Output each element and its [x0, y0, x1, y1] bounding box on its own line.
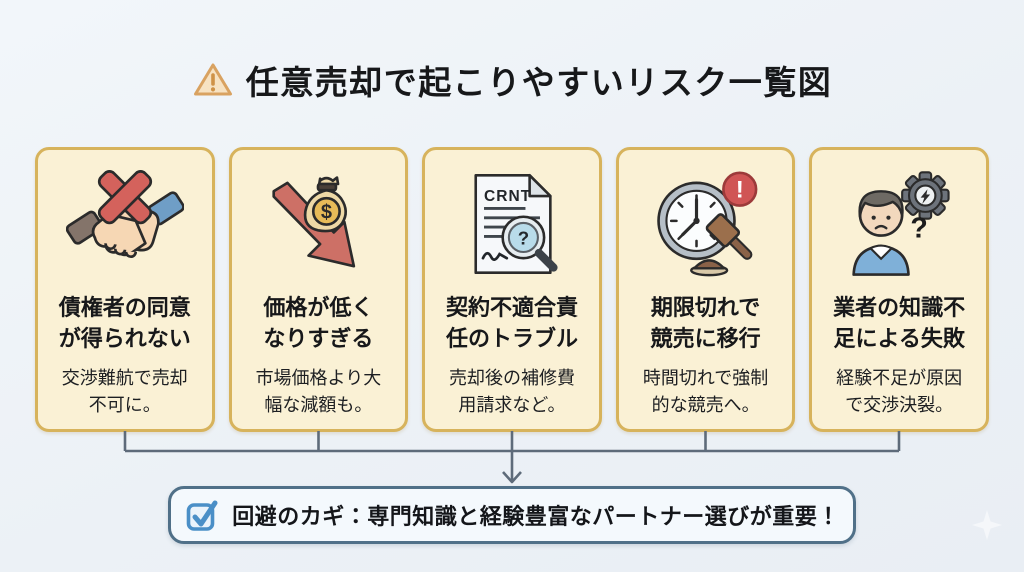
card-title-line: 業者の知識不 — [833, 295, 966, 321]
handshake-rejected-icon — [65, 164, 184, 283]
checkbox-checked-icon — [186, 500, 218, 531]
document-label-glyph: CRNT — [484, 188, 531, 205]
card-description: 交渉難航で売却 不可に。 — [62, 365, 188, 419]
card-description: 経験不足が原因 で交渉決裂。 — [836, 365, 962, 419]
card-title-line: が得られない — [58, 325, 191, 351]
card-desc-line: 的な競売へ。 — [651, 395, 760, 415]
agent-inexperience-icon: ? — [841, 164, 957, 283]
contract-inspection-icon: CRNT ? — [455, 164, 569, 283]
card-title-line: 契約不適合責 — [445, 295, 578, 321]
money-symbol-glyph: $ — [321, 201, 332, 223]
card-title-line: なりすぎる — [263, 325, 374, 351]
arrow-down-head — [502, 471, 522, 484]
card-title-line: 期限切れで — [650, 295, 761, 321]
card-title-line: 足による失敗 — [833, 325, 965, 351]
card-title: 価格が低く なりすぎる — [263, 293, 373, 354]
risk-card-auction-deadline: ! 期限切れで 競売に移行 時間切れで強制 的な競売へ。 — [615, 147, 796, 432]
card-title: 債権者の同意 が得られない — [59, 293, 191, 354]
risk-card-agent-knowledge: ? 業者の知識不 足による失敗 経験不足が原因 で交渉決裂。 — [809, 147, 989, 432]
page-header: 任意売却で起こりやすいリスク一覧図 — [0, 56, 1024, 104]
card-description: 市場価格より大 幅な減額も。 — [256, 365, 382, 419]
price-drop-icon: $ — [260, 164, 376, 283]
risk-cards-row: 債権者の同意 が得られない 交渉難航で売却 不可に。 $ 価格が低く なり — [35, 147, 989, 432]
sparkle-watermark-icon — [972, 510, 1002, 540]
card-description: 時間切れで強制 的な競売へ。 — [643, 365, 768, 419]
card-desc-line: 市場価格より大 — [255, 368, 382, 388]
key-takeaway-banner: 回避のカギ：専門知識と経験豊富なパートナー選びが重要！ — [168, 486, 856, 544]
card-title: 業者の知識不 足による失敗 — [833, 293, 965, 354]
alert-exclamation-glyph: ! — [735, 176, 743, 203]
card-desc-line: 用請求など。 — [458, 395, 566, 415]
card-title: 契約不適合責 任のトラブル — [446, 293, 578, 354]
risk-card-contract-liability: CRNT ? 契約不適合責 任のトラブル 売却後の補修費 用請求など。 — [422, 147, 602, 432]
risk-card-creditor-consent: 債権者の同意 が得られない 交渉難航で売却 不可に。 — [35, 147, 215, 432]
confusion-question-glyph: ? — [911, 212, 928, 244]
page-title: 任意売却で起こりやすいリスク一覧図 — [245, 64, 833, 101]
magnifier-question-glyph: ? — [518, 227, 529, 248]
card-title-line: 任のトラブル — [445, 325, 578, 351]
card-description: 売却後の補修費 用請求など。 — [449, 365, 575, 419]
key-takeaway-text: 回避のカギ：専門知識と経験豊富なパートナー選びが重要！ — [232, 504, 840, 529]
connector-lines — [123, 431, 901, 484]
card-desc-line: 不可に。 — [88, 395, 161, 415]
risk-card-price-drop: $ 価格が低く なりすぎる 市場価格より大 幅な減額も。 — [228, 147, 409, 432]
card-title-line: 競売に移行 — [650, 325, 761, 351]
card-desc-line: で交渉決裂。 — [845, 395, 954, 415]
card-desc-line: 時間切れで強制 — [642, 368, 769, 388]
card-desc-line: 交渉難航で売却 — [61, 368, 188, 388]
card-desc-line: 経験不足が原因 — [836, 368, 963, 388]
card-desc-line: 幅な減額も。 — [264, 395, 373, 415]
card-title: 期限切れで 競売に移行 — [651, 293, 761, 354]
card-title-line: 債権者の同意 — [58, 295, 191, 321]
warning-triangle-icon — [193, 63, 232, 96]
card-desc-line: 売却後の補修費 — [448, 368, 575, 388]
card-title-line: 価格が低く — [263, 295, 374, 321]
deadline-auction-icon: ! — [648, 164, 764, 283]
